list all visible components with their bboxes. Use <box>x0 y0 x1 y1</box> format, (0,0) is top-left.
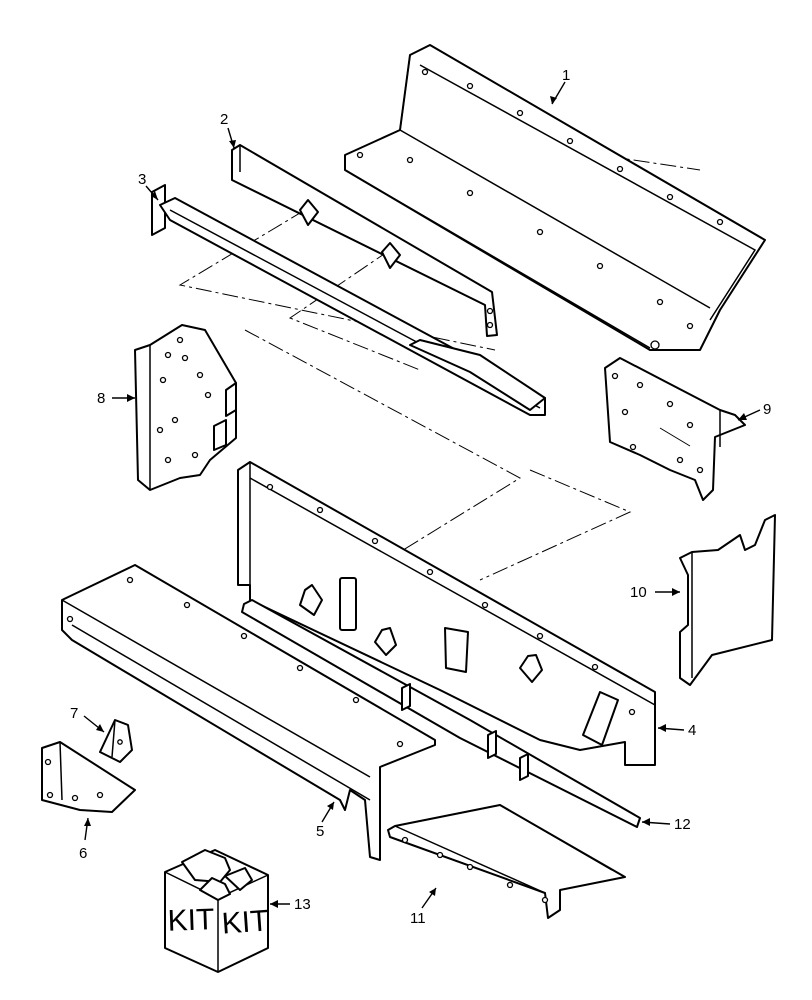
callout-label-13: 13 <box>294 896 311 913</box>
part-12-angle-strip <box>241 599 641 828</box>
callout-label-5: 5 <box>316 823 324 840</box>
callout-13-group: 13 <box>270 896 311 913</box>
callout-label-1: 1 <box>562 67 570 84</box>
callout-1-group: 1 <box>550 67 570 105</box>
part-4-main-plate <box>237 461 656 766</box>
callout-label-7: 7 <box>70 705 78 722</box>
kit-label-right: KIT <box>221 904 270 940</box>
callout-9-group: 9 <box>737 401 771 421</box>
callout-label-9: 9 <box>763 401 771 418</box>
callout-label-6: 6 <box>79 845 87 862</box>
callout-4-group: 4 <box>657 722 696 739</box>
part-6-triangle-bracket <box>41 741 136 813</box>
part-11-mount-channel <box>387 804 626 919</box>
callout-label-10: 10 <box>630 584 647 601</box>
callout-10-group: 10 <box>630 584 680 601</box>
part-8-left-plate <box>134 324 237 491</box>
callout-label-2: 2 <box>220 111 228 128</box>
callout-label-8: 8 <box>97 390 105 407</box>
callout-8-group: 8 <box>97 390 135 407</box>
callout-6-group: 6 <box>79 817 91 862</box>
callout-label-12: 12 <box>674 816 691 833</box>
part-10-notched-plate <box>679 514 776 686</box>
callout-5-group: 5 <box>316 801 335 840</box>
part-1-long-channel <box>344 44 766 351</box>
callout-7-group: 7 <box>70 705 105 733</box>
callout-label-11: 11 <box>410 910 426 927</box>
part-2-flat-bar <box>231 144 498 337</box>
kit-label-left: KIT <box>167 903 215 938</box>
part-9-right-bracket <box>604 357 746 501</box>
part-7-small-gusset <box>99 719 133 763</box>
callout-2-group: 2 <box>220 111 236 149</box>
callout-11-group: 11 <box>410 887 437 927</box>
callout-label-3: 3 <box>138 171 146 188</box>
part-13-kit-box: KIT KIT <box>164 849 270 973</box>
part-5-box-channel <box>61 564 436 861</box>
callout-3-group: 3 <box>138 171 159 201</box>
callout-12-group: 12 <box>641 816 691 833</box>
callout-label-4: 4 <box>688 722 696 739</box>
